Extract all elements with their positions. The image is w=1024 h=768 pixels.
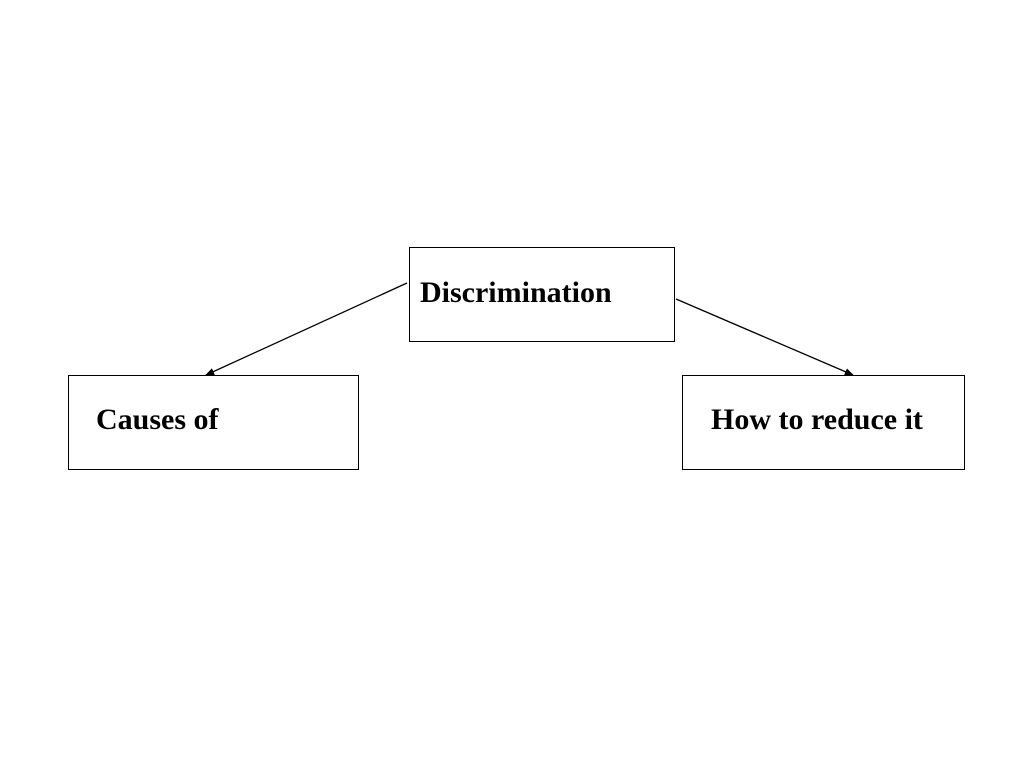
reduce-node-box: How to reduce it [682,375,965,470]
root-node-label: Discrimination [420,276,612,309]
causes-node-label: Causes of [96,403,219,436]
causes-node-box: Causes of [68,375,359,470]
reduce-node-label: How to reduce it [711,403,923,436]
arrow-root-to-reduce [675,298,854,376]
root-node-box: Discrimination [409,247,675,342]
arrow-root-to-causes [205,282,408,376]
